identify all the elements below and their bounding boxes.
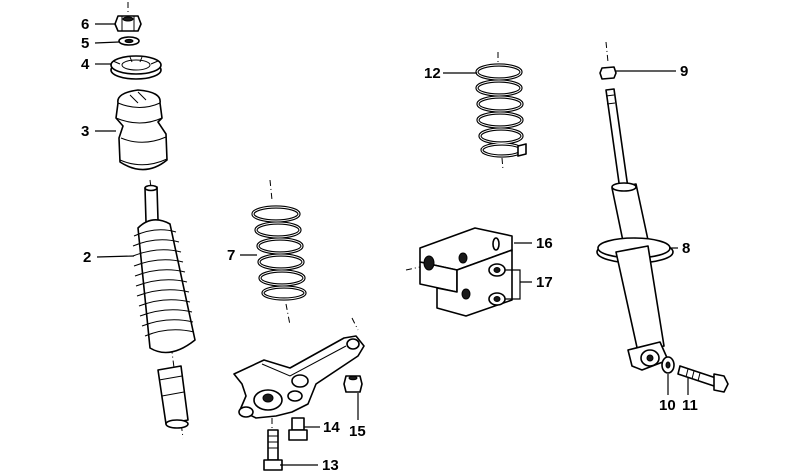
bolt-part-13 — [263, 418, 283, 471]
callout-10: 10 — [659, 397, 676, 414]
callout-5: 5 — [81, 35, 89, 52]
callout-14: 14 — [323, 419, 340, 436]
bellows-shock-part-2 — [132, 184, 196, 429]
callout-8: 8 — [682, 240, 690, 257]
washer-part-10 — [661, 356, 675, 374]
coil-spring-part-12 — [475, 52, 527, 171]
nut-part-6 — [114, 15, 142, 32]
callout-17: 17 — [536, 274, 553, 291]
support-ring-part-4 — [110, 55, 162, 80]
callout-2: 2 — [83, 249, 91, 266]
coil-spring-part-7 — [251, 179, 307, 326]
bolt-part-11 — [677, 365, 729, 393]
callout-13: 13 — [322, 457, 339, 473]
callout-6: 6 — [81, 16, 89, 33]
rubber-buffer-part-3 — [115, 89, 168, 171]
bolt-part-14 — [288, 417, 308, 441]
nut-part-15 — [343, 375, 363, 393]
left-strut-assembly — [110, 2, 196, 439]
callout-12: 12 — [424, 65, 441, 82]
shock-absorber-part-8 — [596, 41, 674, 371]
control-arm — [233, 317, 365, 419]
callout-7: 7 — [227, 247, 235, 264]
nut-part-9 — [599, 66, 617, 80]
callout-16: 16 — [536, 235, 553, 252]
callout-11: 11 — [682, 397, 698, 414]
callout-9: 9 — [680, 63, 688, 80]
callout-4: 4 — [81, 56, 90, 73]
leader-lines — [94, 23, 689, 466]
washer-part-5 — [118, 36, 140, 46]
callout-15: 15 — [349, 423, 366, 440]
callout-labels: 6 5 4 3 2 7 12 9 16 17 8 14 15 13 10 11 — [81, 16, 698, 473]
callout-3: 3 — [81, 123, 89, 140]
